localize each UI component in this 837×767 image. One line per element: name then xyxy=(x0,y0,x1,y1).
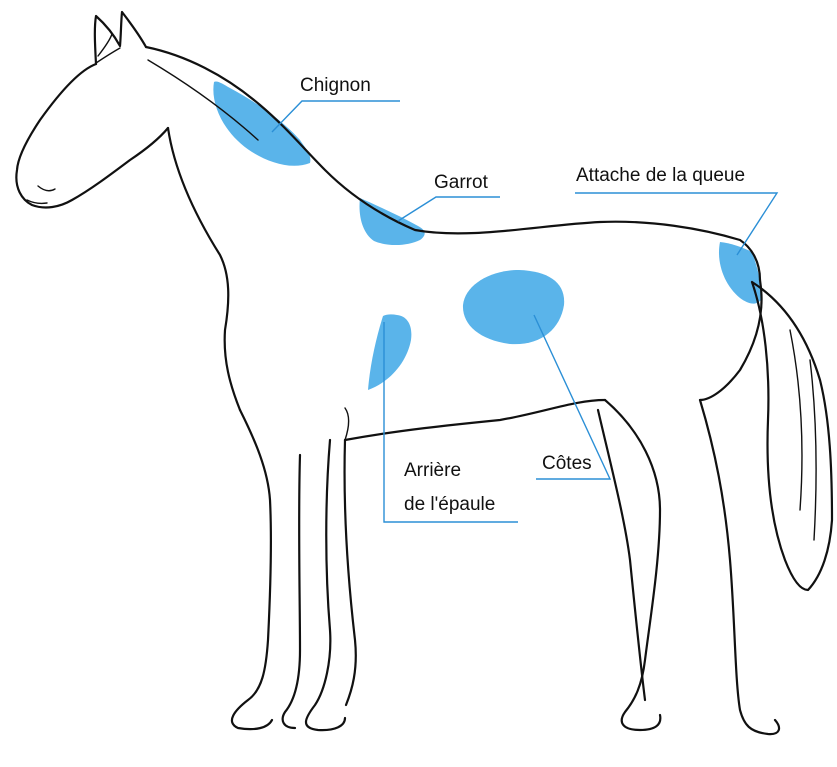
horse-elbow xyxy=(345,408,349,440)
horse-front-leg-1 xyxy=(232,410,272,729)
horse-hind-leg-1 xyxy=(605,400,660,730)
horse-ear xyxy=(95,12,146,64)
highlight-zones xyxy=(213,81,761,390)
horse-front-leg-2 xyxy=(306,440,345,730)
zone-cotes xyxy=(463,270,564,344)
leader-chignon xyxy=(272,101,400,132)
horse-front-leg-2-back xyxy=(345,440,356,705)
label-attache-queue: Attache de la queue xyxy=(576,165,745,186)
horse-nostril xyxy=(38,186,55,191)
zone-chignon xyxy=(213,81,310,165)
horse-throat xyxy=(168,128,240,410)
horse-outline xyxy=(16,12,832,734)
label-cotes: Côtes xyxy=(542,453,592,474)
horse-tail-strands xyxy=(790,330,816,540)
label-arriere-epaule-line1: Arrière xyxy=(404,460,461,481)
horse-front-leg-1-back xyxy=(283,455,300,728)
zone-arriere-epaule xyxy=(368,314,411,390)
horse-tail xyxy=(752,282,832,590)
label-chignon: Chignon xyxy=(300,75,371,96)
horse-topline xyxy=(146,47,760,280)
horse-hind-leg-1-front xyxy=(598,410,645,700)
label-garrot: Garrot xyxy=(434,172,489,193)
horse-head xyxy=(16,64,168,207)
leader-garrot xyxy=(398,197,500,221)
label-arriere-epaule-line2: de l'épaule xyxy=(404,494,495,515)
